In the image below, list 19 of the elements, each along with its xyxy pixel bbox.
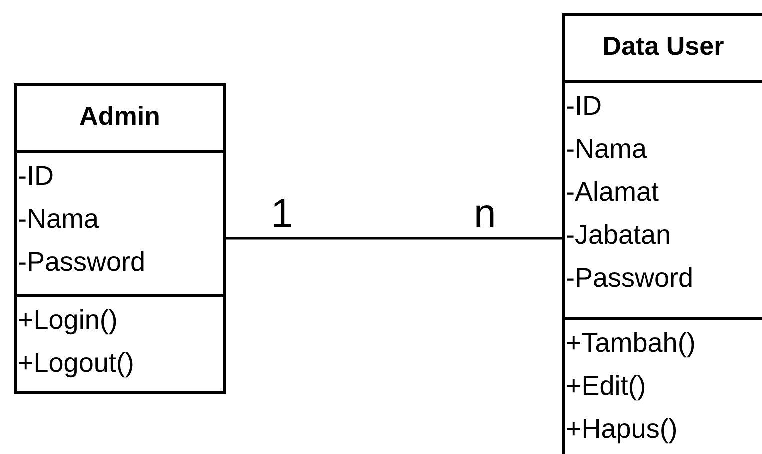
member-text: +Edit() — [565, 370, 646, 403]
member-text: +Tambah() — [565, 327, 696, 360]
member-text: -ID — [17, 160, 54, 193]
member-text: +Login() — [17, 304, 118, 337]
class-box — [14, 83, 226, 394]
class-name: Admin — [78, 100, 162, 133]
member-text: -Password — [565, 262, 694, 295]
class-name: Data User — [602, 30, 726, 63]
member-text: -Alamat — [565, 176, 660, 209]
member-text: +Logout() — [17, 347, 134, 380]
association-line — [226, 237, 562, 240]
member-text: -ID — [565, 90, 602, 123]
member-text: +Hapus() — [565, 413, 678, 446]
member-text: -Password — [17, 246, 146, 279]
multiplicity-label: 1 — [271, 192, 294, 236]
member-text: -Nama — [565, 133, 648, 166]
member-text: -Jabatan — [565, 219, 672, 252]
multiplicity-label: n — [474, 192, 496, 236]
member-text: -Nama — [17, 203, 100, 236]
